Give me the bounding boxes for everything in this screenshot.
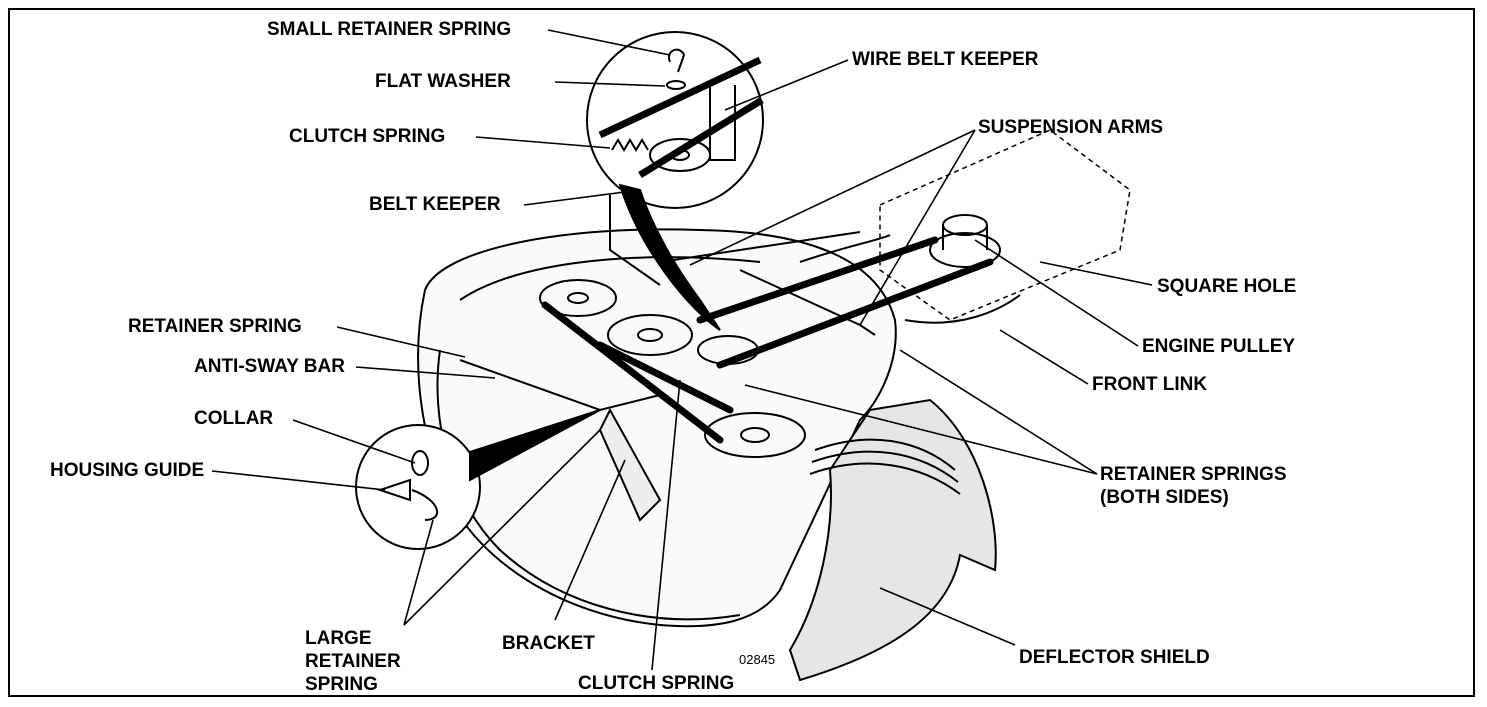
left-pulley [539,279,617,317]
part-number: 02845 [739,652,776,667]
deck-belt [541,301,724,444]
label-retainer-spring: RETAINER SPRING [128,316,302,337]
label-belt-keeper: BELT KEEPER [369,194,501,215]
engine-frame [879,129,1131,321]
left-detail-callout [355,409,601,550]
label-clutch-spring-top: CLUTCH SPRING [289,126,446,147]
label-suspension-arms: SUSPENSION ARMS [978,117,1164,138]
label-anti-sway-bar: ANTI-SWAY BAR [194,356,345,377]
label-housing-guide: HOUSING GUIDE [50,460,205,481]
drive-belt-upper [696,236,939,324]
center-pulley [607,314,693,356]
label-wire-belt-keeper: WIRE BELT KEEPER [852,49,1039,70]
label-large-retainer-spring-line2: RETAINER [305,651,401,672]
label-clutch-spring-bottom: CLUTCH SPRING [578,673,735,694]
right-pulley [704,412,806,458]
deflector-shield-shape [788,398,997,682]
suspension-arm-left [609,195,661,286]
label-square-hole: SQUARE HOLE [1157,276,1297,297]
label-large-retainer-spring-line3: SPRING [305,674,378,695]
drive-belt-lower [716,258,994,369]
bracket-shape [598,407,662,522]
label-retainer-springs: RETAINER SPRINGS [1100,464,1287,485]
front-link [904,294,1021,324]
label-engine-pulley: ENGINE PULLEY [1142,336,1296,357]
label-retainer-springs-both-sides: (BOTH SIDES) [1100,487,1229,508]
top-detail-callout [586,31,764,331]
label-flat-washer: FLAT WASHER [375,71,511,92]
label-front-link: FRONT LINK [1092,374,1208,395]
label-bracket: BRACKET [502,633,595,654]
label-large-retainer-spring-line1: LARGE [305,628,372,649]
engine-pulley-shape [929,232,1001,268]
label-deflector-shield: DEFLECTOR SHIELD [1019,647,1210,668]
deck-rim [436,349,741,621]
label-collar: COLLAR [194,408,274,429]
label-small-retainer-spring: SMALL RETAINER SPRING [267,19,512,40]
